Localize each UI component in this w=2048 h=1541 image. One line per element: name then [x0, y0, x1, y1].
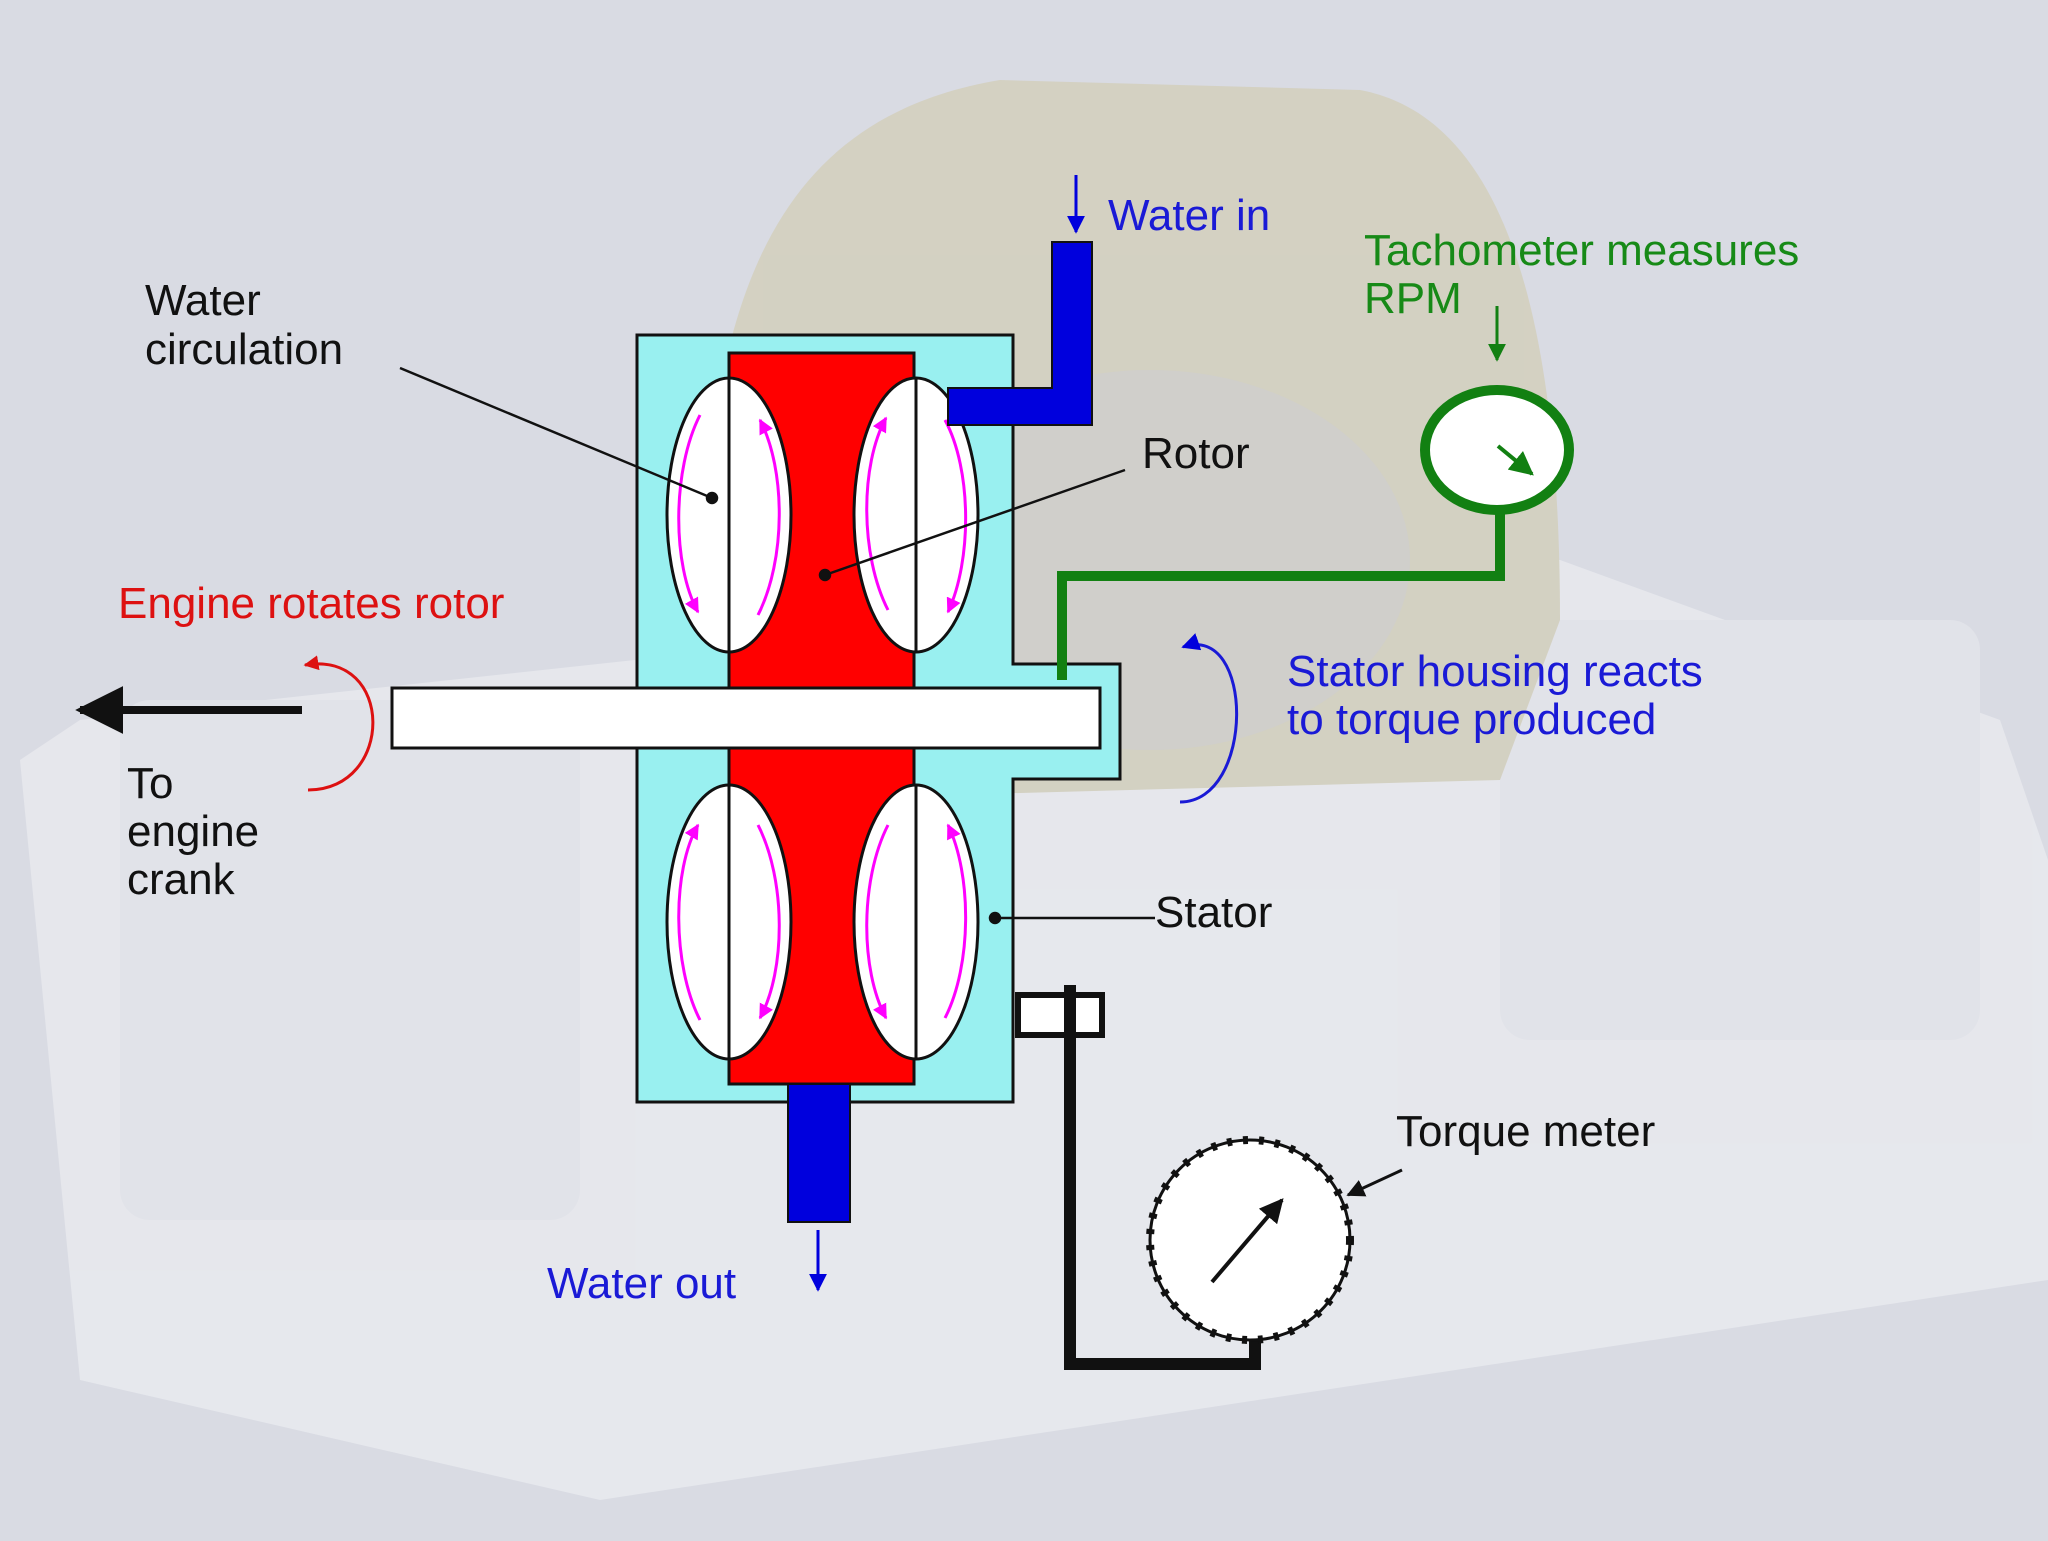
tachometer-needle [1496, 444, 1534, 476]
flow-arrow [943, 419, 968, 614]
torque-arm-bracket [1015, 992, 1105, 1038]
label-rotor: Rotor [1142, 429, 1250, 478]
label-stator-housing-line2: to torque produced [1287, 695, 1656, 744]
label-stator-housing-line1: Stator housing reacts [1287, 647, 1703, 696]
background-scene [20, 80, 2048, 1500]
label-water-out: Water out [547, 1259, 736, 1308]
stator-reaction-arrow [1179, 633, 1239, 804]
torque-linkage [1064, 985, 1261, 1370]
flow-arrow [756, 418, 781, 616]
water-inlet-pipe [947, 241, 1093, 426]
label-to-engine-line2: engine [127, 807, 259, 856]
water-outlet-pipe [787, 1083, 851, 1223]
flow-arrow [677, 414, 702, 614]
flow-arrow [865, 416, 890, 611]
circulation-arrows [677, 414, 968, 1021]
label-torque-meter: Torque meter [1396, 1107, 1655, 1156]
label-engine-rotates-rotor: Engine rotates rotor [118, 579, 504, 628]
label-tachometer-line1: Tachometer measures [1364, 226, 1799, 275]
label-water-circulation-line1: Water [145, 276, 261, 325]
torque-meter [1015, 985, 1403, 1370]
flow-arrow [677, 823, 702, 1021]
rotor-shaft [390, 686, 1102, 750]
engine-rotation-arrow [303, 655, 375, 792]
background-car-grille [890, 370, 1410, 750]
tachometer-dial [1420, 385, 1574, 515]
tachometer [1057, 306, 1574, 680]
leader-lines [399, 366, 1155, 925]
label-water-in: Water in [1108, 191, 1270, 240]
flow-arrow [865, 824, 890, 1020]
label-stator: Stator [1155, 888, 1272, 937]
label-water-circulation-line2: circulation [145, 325, 343, 374]
torque-needle [1210, 1198, 1284, 1284]
flow-arrow [943, 823, 968, 1019]
cavity-dividers [727, 378, 918, 1059]
torque-label-arrow [1346, 1168, 1403, 1197]
flow-arrow [756, 824, 781, 1020]
background-roller-left [120, 700, 580, 1220]
label-tachometer-line2: RPM [1364, 274, 1462, 323]
label-to-engine-line3: crank [127, 855, 236, 904]
label-to-engine-line1: To [127, 759, 173, 808]
background-roller-right [1500, 620, 1980, 1040]
